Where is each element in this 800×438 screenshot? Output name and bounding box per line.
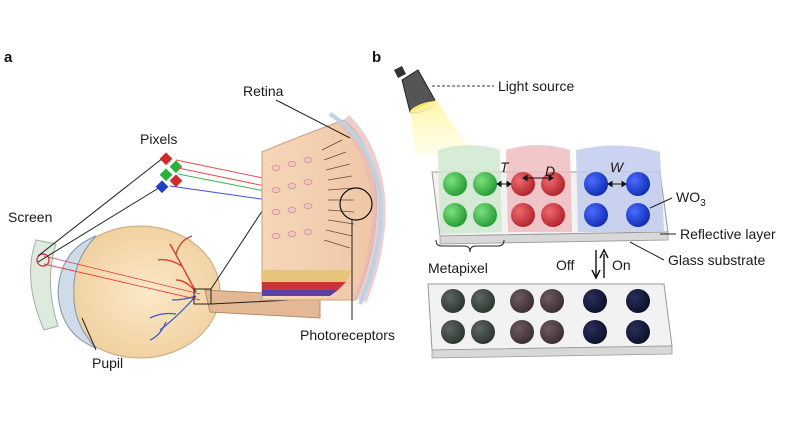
off-dot-blue-2: [626, 289, 650, 313]
pupil-pointer: [81, 317, 97, 351]
off-on-arrows: [591, 248, 609, 280]
dot-green-1: [443, 172, 467, 196]
off-dot-green-2: [471, 289, 495, 313]
screen-focus-spot: [36, 253, 50, 267]
off-dot-red-4: [540, 320, 564, 344]
off-dot-green-1: [441, 289, 465, 313]
off-dot-blue-4: [626, 320, 650, 344]
light-beam: [410, 100, 470, 158]
off-dot-red-3: [510, 320, 534, 344]
panel-a-letter: a: [4, 49, 13, 66]
label-metapixel: Metapixel: [428, 260, 488, 276]
label-reflective-layer: Reflective layer: [680, 226, 776, 242]
glass-substrate-pointer: [629, 241, 665, 261]
off-dot-green-4: [471, 320, 495, 344]
dot-blue-3: [584, 203, 608, 227]
label-wo3: WO3: [676, 189, 706, 209]
label-screen: Screen: [8, 209, 52, 225]
off-dot-red-2: [540, 289, 564, 313]
off-dot-blue-1: [583, 289, 607, 313]
label-retina: Retina: [243, 83, 284, 99]
wo3-pointer: [649, 197, 673, 209]
off-dot-green-3: [441, 320, 465, 344]
dot-blue-4: [626, 203, 650, 227]
dot-green-3: [443, 203, 467, 227]
screen-plate: [30, 239, 59, 331]
device-off: [427, 283, 673, 359]
metapixel-bracket: [435, 239, 505, 253]
dot-red-4: [541, 203, 565, 227]
label-pupil: Pupil: [92, 355, 123, 371]
pixel-cluster: [155, 152, 183, 194]
retina-cross-section: [261, 99, 386, 305]
panel-b-letter: b: [372, 49, 381, 66]
label-t: T: [500, 159, 510, 175]
off-dot-red-1: [510, 289, 534, 313]
label-off: Off: [556, 257, 575, 273]
label-photoreceptors: Photoreceptors: [300, 327, 395, 343]
label-d: D: [545, 163, 555, 179]
dot-red-3: [511, 203, 535, 227]
off-dot-blue-3: [583, 320, 607, 344]
dot-green-4: [473, 203, 497, 227]
label-glass-substrate: Glass substrate: [668, 252, 765, 268]
label-light-source: Light source: [498, 78, 574, 94]
label-on: On: [612, 257, 631, 273]
dot-red-1: [511, 172, 535, 196]
device-on: [431, 145, 669, 245]
dot-blue-1: [584, 172, 608, 196]
dot-green-2: [473, 172, 497, 196]
photoreceptor-highlight: [339, 187, 373, 221]
label-w: W: [610, 159, 625, 175]
label-pixels: Pixels: [140, 131, 177, 147]
screen-to-pixels-lines: [37, 157, 164, 263]
dot-blue-2: [626, 172, 650, 196]
